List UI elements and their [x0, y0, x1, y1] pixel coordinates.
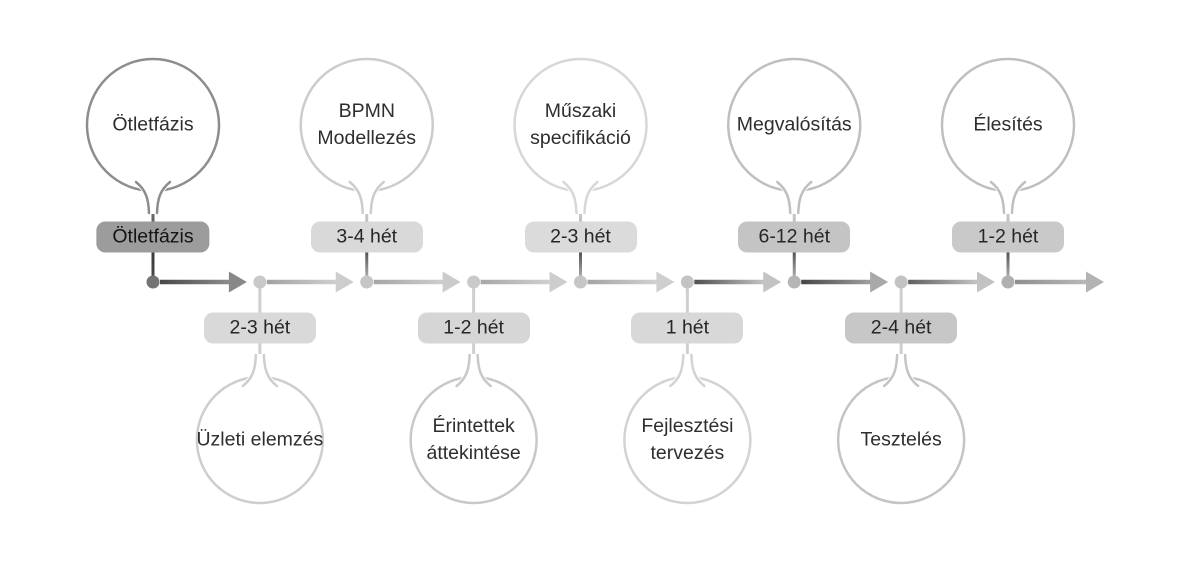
milestone-duration-badge: 2-4 hét: [845, 312, 958, 344]
milestone-label: Érintettek áttekintése: [426, 415, 521, 464]
milestone-duration-badge: 6-12 hét: [738, 221, 851, 253]
milestone-label: Megvalósítás: [736, 113, 852, 136]
milestone-label: Élesítés: [973, 113, 1043, 136]
milestone-duration-badge: 1-2 hét: [952, 221, 1064, 253]
milestone-duration-badge: 3-4 hét: [310, 221, 423, 253]
milestone-label: Üzleti elemzés: [196, 428, 324, 451]
milestone-label: Fejlesztési tervezés: [641, 415, 734, 464]
milestone-duration-badge: 1-2 hét: [417, 312, 530, 344]
milestone-duration-badge: 2-3 hét: [203, 312, 316, 344]
milestone-label: Tesztelés: [860, 428, 942, 451]
milestone-duration-badge: Ötletfázis: [96, 221, 210, 253]
milestone-duration-badge: 2-3 hét: [524, 221, 637, 253]
milestone-label: Műszaki specifikáció: [530, 100, 631, 149]
milestone-label: BPMN Modellezés: [317, 100, 417, 149]
milestone-label: Ötletfázis: [112, 113, 194, 136]
milestone-duration-badge: 1 hét: [631, 312, 744, 344]
